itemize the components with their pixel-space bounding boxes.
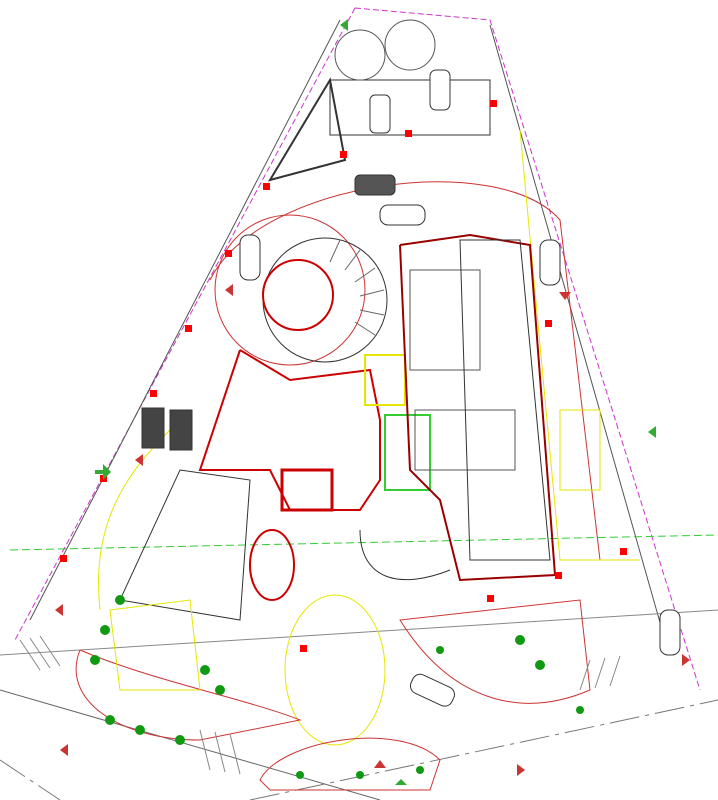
landscape-island <box>75 649 302 741</box>
restrooms <box>409 269 481 371</box>
building-outline <box>198 349 381 511</box>
lounge-curve <box>359 529 451 581</box>
spiral-core <box>262 259 334 331</box>
parking-area <box>329 79 491 136</box>
landscape-island <box>259 737 441 791</box>
stair-core <box>280 468 334 512</box>
parking-stall <box>169 409 193 451</box>
service-triangle <box>267 77 347 182</box>
tank <box>384 19 436 71</box>
spiral-ramp <box>262 237 388 363</box>
site-boundary <box>14 7 701 691</box>
ramp-steps <box>329 239 385 336</box>
east-hall <box>459 239 551 561</box>
east-wing <box>399 233 557 582</box>
north-marker-icon <box>95 19 656 785</box>
crosswalk <box>19 635 621 775</box>
dining-area <box>119 469 251 621</box>
car-icon <box>239 69 681 707</box>
planter-yellow <box>109 599 201 691</box>
entrance-plaza <box>284 594 386 746</box>
property-line-green <box>9 534 718 551</box>
street-curb <box>0 689 381 800</box>
tank <box>334 29 386 81</box>
tree-icon <box>90 595 584 779</box>
oval-table <box>249 529 295 601</box>
turning-circle <box>214 214 366 366</box>
landscape-island <box>399 599 591 704</box>
site-boundary-inner <box>29 19 666 641</box>
street-centerline <box>0 699 718 800</box>
columns <box>60 100 627 652</box>
parking-stall <box>141 407 165 449</box>
street-edge <box>0 609 718 656</box>
direction-arrow-icon <box>55 284 690 776</box>
stair-east <box>559 409 601 491</box>
